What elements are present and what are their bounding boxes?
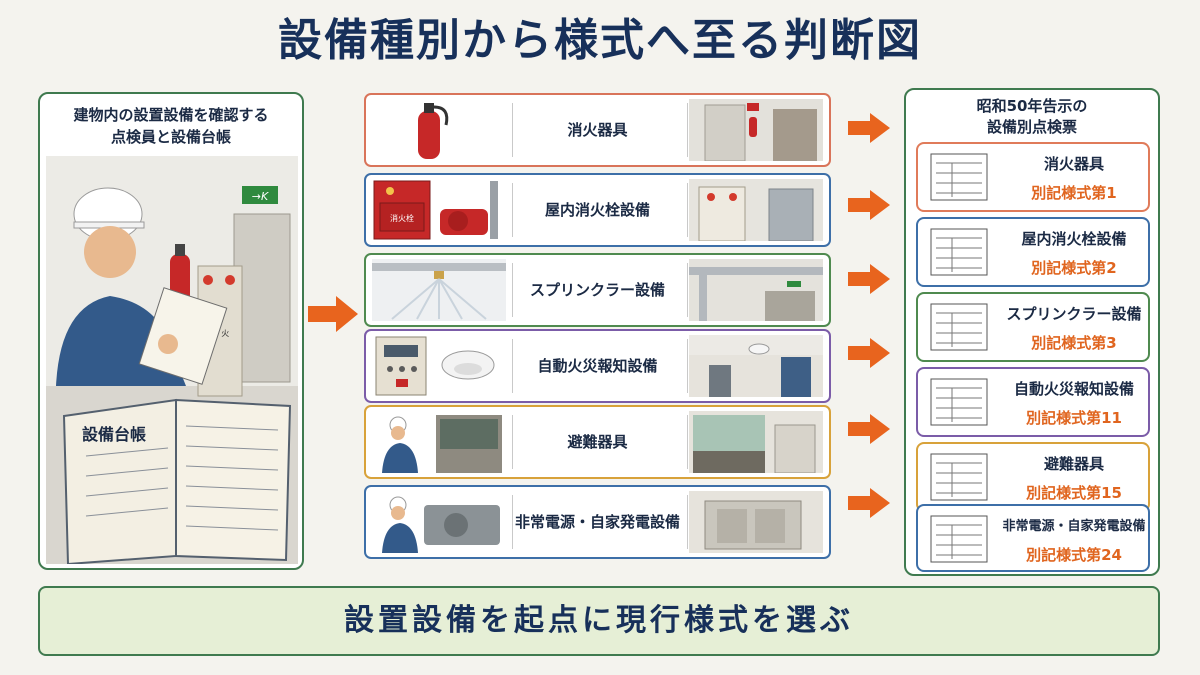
- form-panel-title-line-2: 設備別点検票: [986, 118, 1077, 136]
- arrow-right-icon: [848, 113, 890, 143]
- exit-sign-icon: [242, 186, 278, 204]
- form-card: 避難器具 別記様式第15: [916, 442, 1150, 512]
- svg-text:消 火: 消 火: [211, 328, 230, 338]
- inspector-person-icon: [56, 187, 228, 386]
- ceiling-detector-icon: [689, 335, 823, 397]
- form-sheet-icon: [930, 378, 988, 426]
- equipment-label: 消火器具: [567, 121, 628, 139]
- form-card: 消火器具 別記様式第1: [916, 142, 1150, 212]
- arrow-right-icon: [848, 264, 890, 294]
- form-card: 屋内消火栓設備 別記様式第2: [916, 217, 1150, 287]
- form-card: 自動火災報知設備 別記様式第11: [916, 367, 1150, 437]
- arrow-right-icon: [848, 338, 890, 368]
- sprinkler-head-icon: [372, 259, 506, 321]
- caption-line-2: 点検員と設備台帳: [110, 128, 231, 146]
- form-card-equipment: 消火器具: [1043, 155, 1104, 173]
- arrow-right-icon: [848, 414, 890, 444]
- equipment-row-fire-alarm: 自動火災報知設備: [364, 329, 831, 403]
- equipment-row-extinguisher: 消火器具: [364, 93, 831, 167]
- form-card-equipment: 屋内消火栓設備: [1021, 230, 1127, 248]
- equipment-label: 自動火災報知設備: [537, 357, 658, 375]
- form-sheet-icon: [930, 453, 988, 501]
- form-sheet-icon: [930, 153, 988, 201]
- form-card: 非常電源・自家発電設備 別記様式第24: [916, 504, 1150, 572]
- arrow-right-icon: [848, 190, 890, 220]
- fire-extinguisher-icon: [372, 99, 506, 161]
- equipment-label: 屋内消火栓設備: [544, 201, 650, 219]
- form-sheet-icon: [930, 515, 988, 563]
- generator-icon: [372, 491, 506, 553]
- form-panel: 昭和50年告示の 設備別点検票 消火器具 別記様式第1 屋内消火栓設備 別記様式…: [904, 88, 1160, 576]
- arrow-right-icon: [308, 296, 358, 332]
- inspector-caption: 建物内の設置設備を確認する 点検員と設備台帳: [40, 104, 302, 148]
- form-card-number: 別記様式第15: [1026, 484, 1122, 502]
- form-card-equipment: 非常電源・自家発電設備: [1002, 519, 1146, 534]
- equipment-row-indoor-hydrant: 消火栓 屋内消火栓設備: [364, 173, 831, 247]
- form-card-number: 別記様式第1: [1031, 184, 1117, 202]
- svg-text:消火栓: 消火栓: [390, 213, 414, 223]
- form-card: スプリンクラー設備 別記様式第3: [916, 292, 1150, 362]
- indoor-hydrant-icon: 消火栓: [372, 179, 506, 241]
- fire-alarm-panel-icon: [372, 335, 506, 397]
- form-card-number: 別記様式第24: [1026, 546, 1122, 564]
- form-card-number: 別記様式第2: [1031, 259, 1117, 277]
- form-card-number: 別記様式第3: [1031, 334, 1117, 352]
- page-title: 設備種別から様式へ至る判断図: [278, 15, 922, 66]
- equipment-row-emergency-power: 非常電源・自家発電設備: [364, 485, 831, 559]
- equipment-label: スプリンクラー設備: [529, 281, 665, 299]
- form-card-equipment: 自動火災報知設備: [1013, 380, 1134, 398]
- equipment-row-sprinkler: スプリンクラー設備: [364, 253, 831, 327]
- form-sheet-icon: [930, 228, 988, 276]
- arrow-right-icon: [848, 488, 890, 518]
- caption-line-1: 建物内の設置設備を確認する: [73, 106, 269, 124]
- ledger-title: 設備台帳: [82, 425, 146, 444]
- equipment-row-evacuation: 避難器具: [364, 405, 831, 479]
- form-card-number: 別記様式第11: [1026, 409, 1122, 427]
- equipment-label: 避難器具: [567, 433, 628, 451]
- equipment-label: 非常電源・自家発電設備: [514, 513, 680, 531]
- svg-text:→𝘒: →𝘒: [252, 190, 269, 203]
- form-sheet-icon: [930, 303, 988, 351]
- sprinkler-pipe-icon: [689, 259, 823, 321]
- conclusion-banner: 設置設備を起点に現行様式を選ぶ: [38, 586, 1160, 656]
- balcony-hatch-icon: [689, 411, 823, 473]
- form-card-equipment: 避難器具: [1043, 455, 1104, 473]
- inspector-illustration: →𝘒 消 火: [46, 156, 298, 564]
- form-card-equipment: スプリンクラー設備: [1006, 305, 1142, 323]
- corridor-extinguisher-icon: [689, 99, 823, 161]
- generator-room-icon: [689, 491, 823, 553]
- form-panel-title: 昭和50年告示の 設備別点検票: [906, 96, 1158, 138]
- ledger-book-icon: [62, 398, 292, 564]
- inspector-panel: 建物内の設置設備を確認する 点検員と設備台帳 →𝘒 消 火: [38, 92, 304, 570]
- evacuation-equipment-icon: [372, 411, 506, 473]
- form-panel-title-line-1: 昭和50年告示の: [976, 97, 1088, 115]
- hydrant-cabinet-icon: [689, 179, 823, 241]
